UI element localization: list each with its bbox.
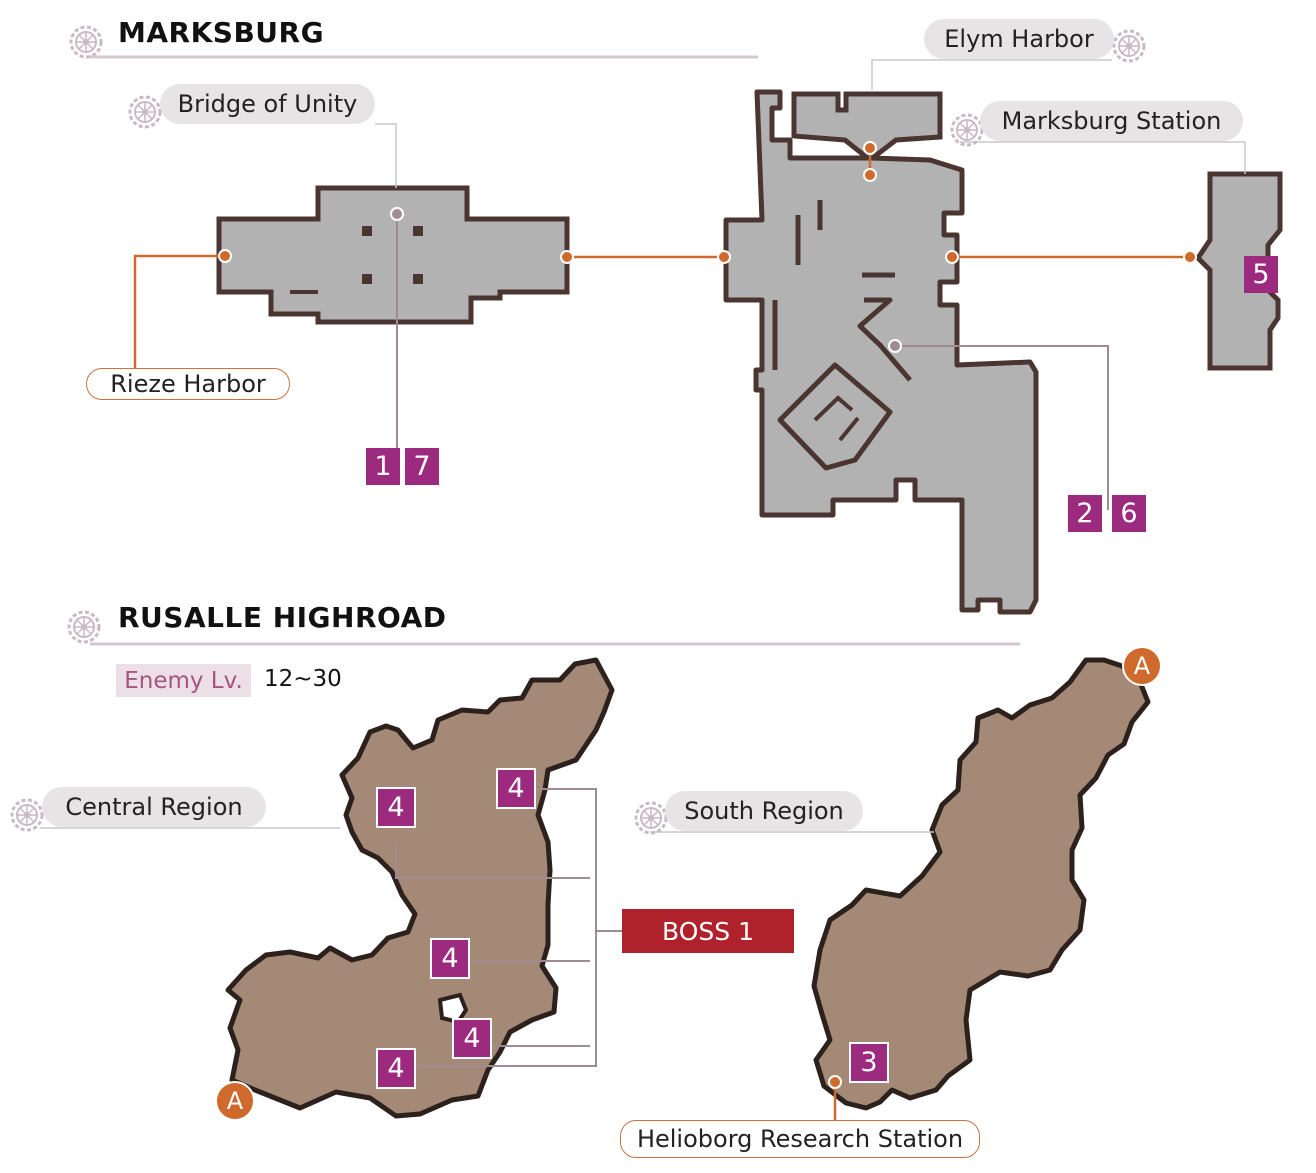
gear-icon bbox=[634, 801, 668, 835]
marker-badge[interactable]: 4 bbox=[376, 787, 416, 828]
route-node bbox=[828, 1075, 842, 1089]
poi-node bbox=[888, 339, 902, 353]
boss-marker[interactable]: BOSS 1 bbox=[622, 909, 794, 953]
label-helioborg-research-station[interactable]: Helioborg Research Station bbox=[620, 1120, 980, 1158]
marker-badge[interactable]: 2 bbox=[1068, 495, 1102, 532]
leader-lines bbox=[40, 788, 934, 1124]
bridge-of-unity-area bbox=[216, 185, 570, 325]
central-region-area bbox=[225, 657, 615, 1119]
label-marksburg-station[interactable]: Marksburg Station bbox=[980, 101, 1243, 141]
east-annex-area bbox=[1194, 171, 1283, 371]
label-south-region[interactable]: South Region bbox=[665, 791, 863, 831]
leader-lines bbox=[375, 59, 1246, 510]
label-elym-harbor[interactable]: Elym Harbor bbox=[924, 19, 1114, 59]
gear-icon bbox=[67, 610, 101, 644]
marker-badge[interactable]: 7 bbox=[405, 448, 439, 485]
connector-a-marker[interactable]: A bbox=[1122, 646, 1162, 686]
label-central-region[interactable]: Central Region bbox=[42, 787, 266, 827]
marker-badge[interactable]: 1 bbox=[366, 448, 400, 485]
poi-node bbox=[390, 207, 404, 221]
section-title-rusalle-highroad: RUSALLE HIGHROAD bbox=[118, 601, 447, 634]
connector-a-marker[interactable]: A bbox=[215, 1081, 255, 1121]
marksburg-station-area bbox=[723, 89, 1039, 615]
gear-icon bbox=[128, 95, 162, 129]
enemy-level-value: 12~30 bbox=[264, 666, 342, 692]
marker-badge[interactable]: 3 bbox=[849, 1042, 889, 1083]
marker-badge[interactable]: 4 bbox=[452, 1018, 492, 1059]
marker-badge[interactable]: 4 bbox=[496, 768, 536, 809]
gear-icon bbox=[69, 25, 103, 59]
marker-badge[interactable]: 4 bbox=[376, 1048, 416, 1089]
enemy-level-label: Enemy Lv. bbox=[116, 664, 251, 697]
label-bridge-of-unity[interactable]: Bridge of Unity bbox=[160, 84, 375, 124]
gear-icon bbox=[10, 798, 44, 832]
south-region-area bbox=[811, 657, 1151, 1111]
marker-badge[interactable]: 5 bbox=[1244, 256, 1278, 293]
label-rieze-harbor[interactable]: Rieze Harbor bbox=[86, 368, 290, 400]
marker-badge[interactable]: 4 bbox=[430, 938, 470, 979]
gear-icon bbox=[1112, 29, 1146, 63]
gear-icon bbox=[950, 113, 984, 147]
section-title-marksburg: MARKSBURG bbox=[118, 16, 325, 49]
route-nodes bbox=[218, 141, 1197, 264]
marker-badge[interactable]: 6 bbox=[1112, 495, 1146, 532]
